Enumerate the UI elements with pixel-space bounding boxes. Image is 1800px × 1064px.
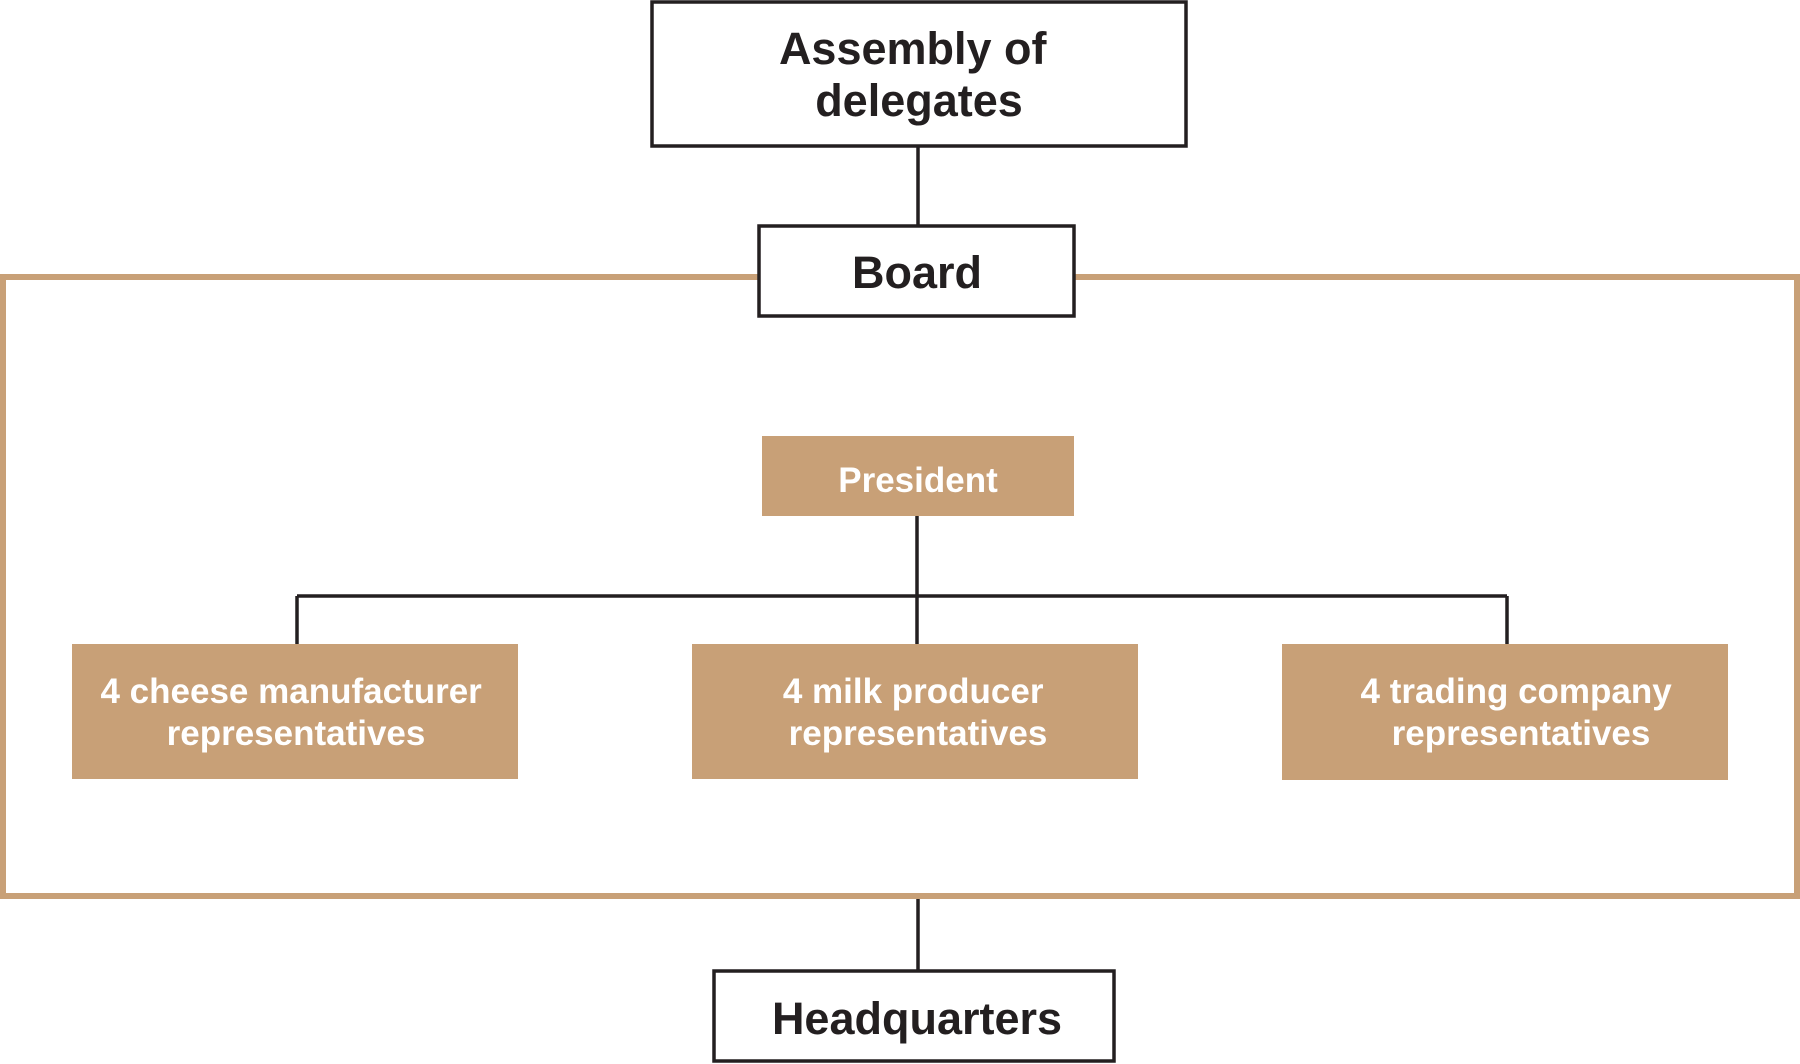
trading-company-representatives-label: 4 trading company representatives (1361, 672, 1682, 753)
president-label: President (838, 461, 998, 500)
cheese-representatives-node: 4 cheese manufacturer representatives (72, 644, 518, 779)
milk-producer-representatives-line-1: 4 milk producer (783, 672, 1044, 711)
headquarters-box (712, 969, 1116, 1063)
headquarters-label: Headquarters (772, 993, 1062, 1044)
president-node: President (762, 436, 1074, 516)
board-box (757, 224, 1076, 318)
cheese-representatives-box (72, 644, 518, 779)
trading-company-representatives-line-2: representatives (1392, 714, 1651, 753)
board-label: Board (852, 247, 982, 298)
assembly-node: Assembly of delegates (650, 0, 1188, 148)
assembly-label: Assembly of delegates (779, 23, 1059, 126)
cheese-representatives-line-2: representatives (167, 714, 426, 753)
trading-company-representatives-box (1282, 644, 1728, 780)
board-frame (0, 274, 1800, 899)
president-box (762, 436, 1074, 516)
assembly-box (650, 0, 1188, 148)
milk-producer-representatives-node: 4 milk producer representatives (692, 644, 1138, 779)
milk-producer-representatives-box (692, 644, 1138, 779)
cheese-representatives-label: 4 cheese manufacturer representatives (100, 672, 491, 753)
cheese-representatives-line-1: 4 cheese manufacturer (100, 672, 482, 711)
milk-producer-representatives-line-2: representatives (789, 714, 1048, 753)
trading-company-representatives-node: 4 trading company representatives (1282, 644, 1728, 780)
board-node: Board (757, 224, 1076, 318)
assembly-label-line-1: Assembly of (779, 23, 1048, 74)
trading-company-representatives-line-1: 4 trading company (1361, 672, 1673, 711)
headquarters-node: Headquarters (712, 969, 1116, 1063)
assembly-label-line-2: delegates (815, 75, 1023, 126)
milk-producer-representatives-label: 4 milk producer representatives (783, 672, 1053, 753)
